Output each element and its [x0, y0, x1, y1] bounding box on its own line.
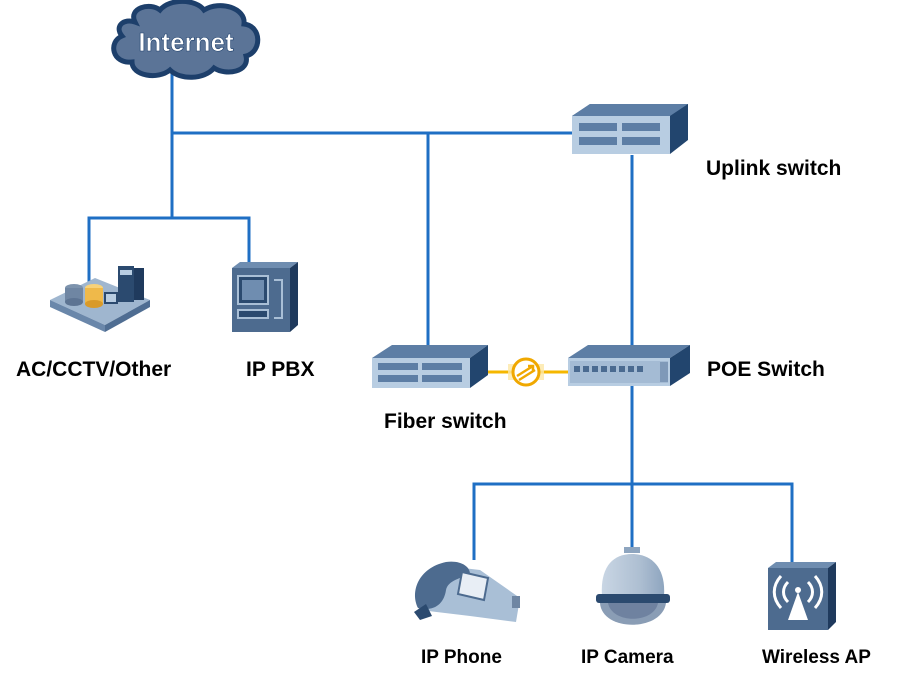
uplink-switch-label: Uplink switch	[706, 157, 842, 180]
pbx-icon	[232, 262, 298, 332]
wireless-ap-label: Wireless AP	[762, 647, 871, 668]
ip-pbx-label: IP PBX	[246, 358, 315, 381]
optical-transceiver	[508, 357, 544, 387]
fiber-switch-label: Fiber switch	[384, 410, 507, 433]
ip-camera-node[interactable]	[596, 547, 670, 625]
uplink-switch-node[interactable]	[572, 104, 688, 154]
ip-pbx-node[interactable]	[232, 262, 298, 332]
switch-icon	[572, 104, 688, 154]
ip-phone-label: IP Phone	[421, 647, 502, 668]
switch-icon	[372, 345, 488, 388]
ac-cctv-other-node[interactable]	[50, 266, 150, 332]
fiber-switch-node[interactable]	[372, 345, 488, 388]
poe-switch-node[interactable]	[568, 345, 690, 386]
switch-icon	[568, 345, 690, 386]
poe-switch-label: POE Switch	[707, 358, 825, 381]
wireless-ap-icon	[768, 562, 836, 630]
cloud-icon	[111, 0, 261, 80]
link-internet-to-ac-pbx	[87, 216, 251, 292]
internet-label: Internet	[138, 27, 234, 57]
dome-camera-icon	[596, 547, 670, 625]
ip-camera-label: IP Camera	[581, 647, 674, 668]
ac-cctv-other-label: AC/CCTV/Other	[16, 358, 172, 381]
optical-transceiver-icon	[508, 357, 544, 387]
internet-node[interactable]: Internet	[111, 0, 261, 80]
ip-phone-node[interactable]	[414, 561, 520, 622]
wireless-ap-node[interactable]	[768, 562, 836, 630]
server-room-icon	[50, 266, 150, 332]
links	[87, 72, 794, 562]
phone-icon	[414, 561, 520, 622]
